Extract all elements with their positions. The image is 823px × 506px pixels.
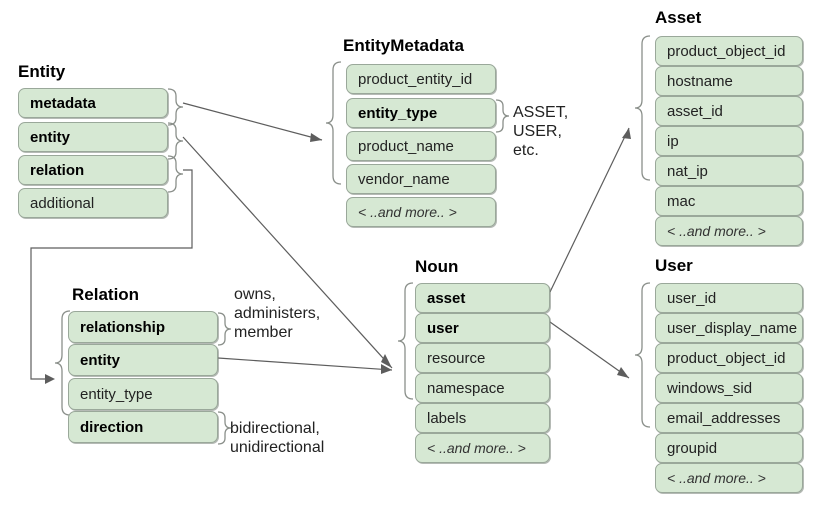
brace-entity-entity [167,122,184,160]
field-noun-asset[interactable]: asset [415,283,550,313]
field-noun-namespace[interactable]: namespace [415,373,550,403]
brace-user-left [634,282,651,428]
field-relation-entity-type[interactable]: entity_type [68,378,218,410]
field-asset-more[interactable]: < ..and more.. > [655,216,803,246]
brace-entitymetadata-left [325,61,342,185]
field-entitymetadata-entity-type[interactable]: entity_type [346,98,496,128]
field-asset-product-object-id[interactable]: product_object_id [655,36,803,66]
field-relation-relationship[interactable]: relationship [68,311,218,343]
field-asset-asset-id[interactable]: asset_id [655,96,803,126]
brace-entity-metadata [167,88,184,126]
field-asset-nat-ip[interactable]: nat_ip [655,156,803,186]
wire-relationentity-to-noun [217,357,393,371]
field-noun-labels[interactable]: labels [415,403,550,433]
field-relation-entity[interactable]: entity [68,344,218,376]
field-entity-relation[interactable]: relation [18,155,168,185]
field-entitymetadata-more[interactable]: < ..and more.. > [346,197,496,227]
group-title-asset: Asset [655,8,702,27]
arrowhead-asset [622,128,631,139]
annotation-entity-type-values: ASSET, USER, etc. [513,104,569,159]
field-user-email-addresses[interactable]: email_addresses [655,403,803,433]
brace-noun-left [397,282,414,400]
field-user-windows-sid[interactable]: windows_sid [655,373,803,403]
field-entity-metadata[interactable]: metadata [18,88,168,118]
group-title-user: User [655,256,693,275]
group-title-relation: Relation [72,285,140,304]
arrowhead-relation [45,374,55,384]
wire-user-to-user [549,321,630,379]
field-noun-resource[interactable]: resource [415,343,550,373]
wire-metadata-to-entitymetadata [182,102,323,141]
field-user-product-object-id[interactable]: product_object_id [655,343,803,373]
annotation-direction-values: bidirectional, unidirectional [230,420,325,456]
field-entity-additional[interactable]: additional [18,188,168,218]
field-asset-ip[interactable]: ip [655,126,803,156]
group-title-entity: Entity [18,62,66,81]
field-entitymetadata-vendor-name[interactable]: vendor_name [346,164,496,194]
field-user-user-id[interactable]: user_id [655,283,803,313]
field-relation-direction[interactable]: direction [68,411,218,443]
field-user-more[interactable]: < ..and more.. > [655,463,803,493]
field-entitymetadata-product-entity-id[interactable]: product_entity_id [346,64,496,94]
field-noun-more[interactable]: < ..and more.. > [415,433,550,463]
brace-relationship [217,312,232,346]
arrowhead-noun-from-entity [381,354,392,368]
field-noun-user[interactable]: user [415,313,550,343]
brace-entity-type [495,99,510,133]
arrowhead-user [617,367,629,378]
field-asset-hostname[interactable]: hostname [655,66,803,96]
field-user-groupid[interactable]: groupid [655,433,803,463]
group-title-entitymetadata: EntityMetadata [343,36,464,55]
field-user-user-display-name[interactable]: user_display_name [655,313,803,343]
arrowhead-entitymetadata [310,133,322,142]
arrowhead-noun-from-relation [381,364,392,374]
field-asset-mac[interactable]: mac [655,186,803,216]
annotation-relationship-values: owns, administers, member [234,286,321,341]
brace-asset-left [634,35,651,181]
group-title-noun: Noun [415,257,459,276]
field-entitymetadata-product-name[interactable]: product_name [346,131,496,161]
brace-entity-relation [167,155,184,193]
field-entity-entity[interactable]: entity [18,122,168,152]
